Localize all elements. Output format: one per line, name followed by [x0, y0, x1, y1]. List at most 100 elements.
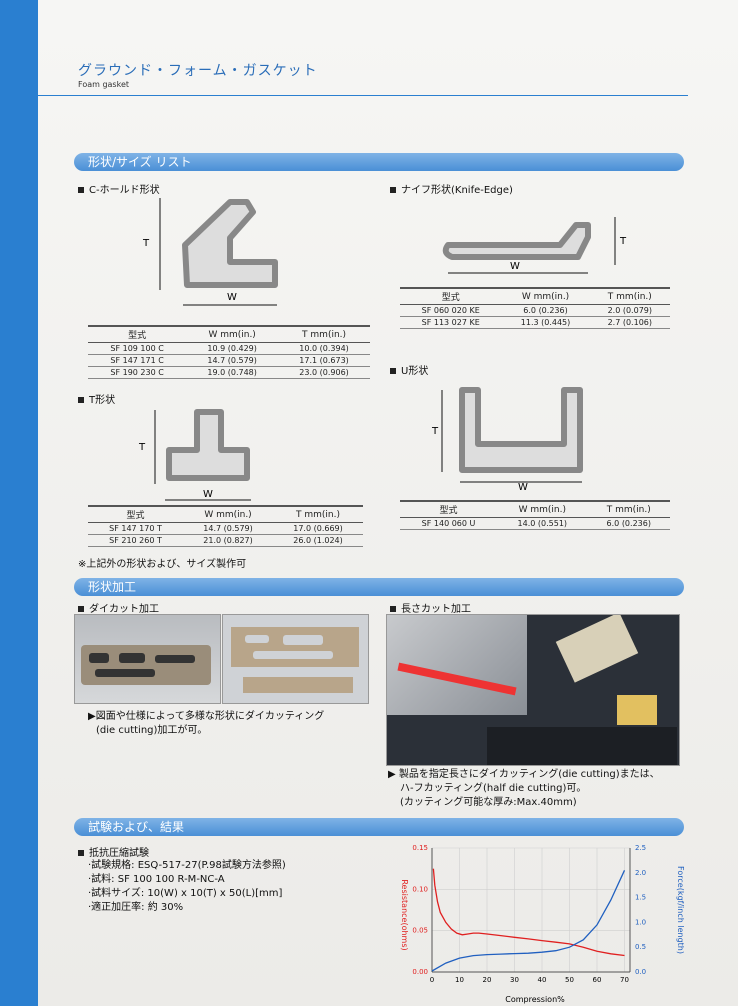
photo-gasket-sheet — [231, 627, 359, 667]
y-axis-label: Resistance(ohms) — [400, 879, 409, 950]
x-tick-label: 70 — [620, 976, 629, 984]
die-cut-photo-1 — [74, 614, 221, 704]
length-cut-heading: 長さカット加工 — [390, 600, 471, 615]
y2-tick-label: 0.5 — [635, 943, 646, 951]
chart-series — [431, 868, 626, 972]
length-cut-line-3: (カッティング可能な厚み:Max.40mm) — [400, 797, 577, 808]
cell: SF 190 230 C — [88, 366, 187, 379]
cell: SF 060 020 KE — [400, 304, 502, 317]
photo-cutout — [245, 635, 269, 643]
c-hold-w-label: W — [227, 292, 237, 303]
c-hold-t-label: T — [142, 238, 150, 249]
knife-heading-text: ナイフ形状(Knife-Edge) — [401, 185, 513, 196]
photo-cutout — [95, 669, 155, 677]
x-tick-label: 50 — [565, 976, 574, 984]
u-shape-w-label: W — [518, 482, 528, 493]
y-tick-label: 0.10 — [412, 885, 428, 893]
page-subtitle: Foam gasket — [78, 80, 130, 89]
cell: 6.0 (0.236) — [587, 517, 670, 530]
t-shape-heading-text: T形状 — [89, 395, 116, 406]
col-width: W mm(in.) — [497, 500, 588, 518]
col-model: 型式 — [88, 325, 187, 343]
die-cut-line-1: 図面や仕様によって多様な形状にダイカッティング — [95, 711, 325, 722]
bullet-square-icon — [78, 397, 84, 403]
length-cut-line-2: ハ-フカッティング(half die cutting)可。 — [400, 783, 587, 794]
cell: SF 109 100 C — [88, 342, 187, 355]
x-tick-label: 60 — [593, 976, 602, 984]
list-item: ·適正加圧率: 約 30% — [88, 902, 184, 913]
bullet-square-icon — [78, 187, 84, 193]
x-tick-label: 30 — [510, 976, 519, 984]
cell: 2.0 (0.079) — [589, 304, 670, 317]
t-shape-w-label: W — [203, 489, 213, 500]
die-cut-heading: ダイカット加工 — [78, 600, 159, 615]
cell: SF 113 027 KE — [400, 316, 502, 329]
length-cut-photo — [386, 614, 680, 766]
knife-diagram: T W — [442, 217, 627, 274]
y2-tick-label: 1.0 — [635, 918, 646, 926]
col-model: 型式 — [400, 287, 502, 305]
cell: 23.0 (0.906) — [278, 366, 370, 379]
u-shape-heading: U形状 — [390, 362, 428, 377]
cell: 19.0 (0.748) — [186, 366, 279, 379]
t-shape-heading: T形状 — [78, 391, 115, 406]
cell: SF 147 171 C — [88, 354, 187, 367]
force-series-line — [431, 870, 626, 972]
length-cut-heading-text: 長さカット加工 — [401, 604, 471, 615]
x-tick-label: 20 — [483, 976, 492, 984]
photo-cutout — [119, 653, 145, 663]
bullet-square-icon — [390, 187, 396, 193]
knife-w-label: W — [510, 261, 520, 272]
cell: SF 140 060 U — [400, 517, 498, 530]
cell: 26.0 (1.024) — [273, 534, 363, 547]
section-processing-header: 形状加工 — [74, 578, 684, 596]
col-thickness: T mm(in.) — [587, 500, 670, 518]
photo-gasket-strip — [243, 677, 353, 693]
title-divider — [38, 95, 688, 96]
cell: 14.7 (0.579) — [183, 522, 273, 535]
bullet-square-icon — [78, 606, 84, 612]
col-model: 型式 — [400, 500, 498, 518]
test-details-list: ·試験規格: ESQ-517-27(P.98試験方法参照) ·試料: SF 10… — [88, 859, 286, 915]
list-item: ·試料サイズ: 10(W) x 10(T) x 50(L)[mm] — [88, 888, 283, 899]
photo-cutout — [283, 635, 323, 645]
text-line: (die cutting)加工が可。 — [88, 724, 324, 738]
table-header-row: 型式 W mm(in.) T mm(in.) — [400, 287, 670, 305]
cell: 10.0 (0.394) — [278, 342, 370, 355]
y2-tick-label: 2.5 — [635, 844, 646, 852]
u-profile-shape — [459, 387, 583, 473]
photo-cutout — [89, 653, 109, 663]
y-tick-label: 0.00 — [412, 968, 428, 976]
knife-profile-shape — [442, 222, 591, 260]
photo-cutout — [155, 655, 195, 663]
c-hold-diagram: T W — [142, 198, 278, 306]
photo-cut-pieces — [555, 615, 639, 683]
list-item: ·試験規格: ESQ-517-27(P.98試験方法参照) — [88, 860, 286, 871]
photo-black-mat — [487, 727, 677, 765]
length-cut-description: ▶ 製品を指定長さにダイカッティング(die cutting)または、 ハ-フカ… — [388, 768, 660, 810]
table-header-row: 型式 W mm(in.) T mm(in.) — [88, 325, 370, 343]
page-title: グラウンド・フォーム・ガスケット — [78, 63, 318, 79]
t-profile-shape — [166, 409, 250, 481]
knife-heading: ナイフ形状(Knife-Edge) — [390, 181, 513, 196]
shapes-note: ※上記外の形状および、サイズ製作可 — [78, 559, 247, 570]
col-width: W mm(in.) — [186, 325, 279, 343]
x-tick-label: 40 — [538, 976, 547, 984]
photo-panel — [81, 645, 211, 685]
cell: 14.7 (0.579) — [186, 354, 279, 367]
table-header-row: 型式 W mm(in.) T mm(in.) — [400, 500, 670, 518]
text-line: ▶ 製品を指定長さにダイカッティング(die cutting)または、 — [388, 769, 660, 780]
die-cut-photo-2 — [222, 614, 369, 704]
text-line: ▶図面や仕様によって多様な形状にダイカッティング — [88, 711, 325, 722]
cell: 17.1 (0.673) — [278, 354, 370, 367]
